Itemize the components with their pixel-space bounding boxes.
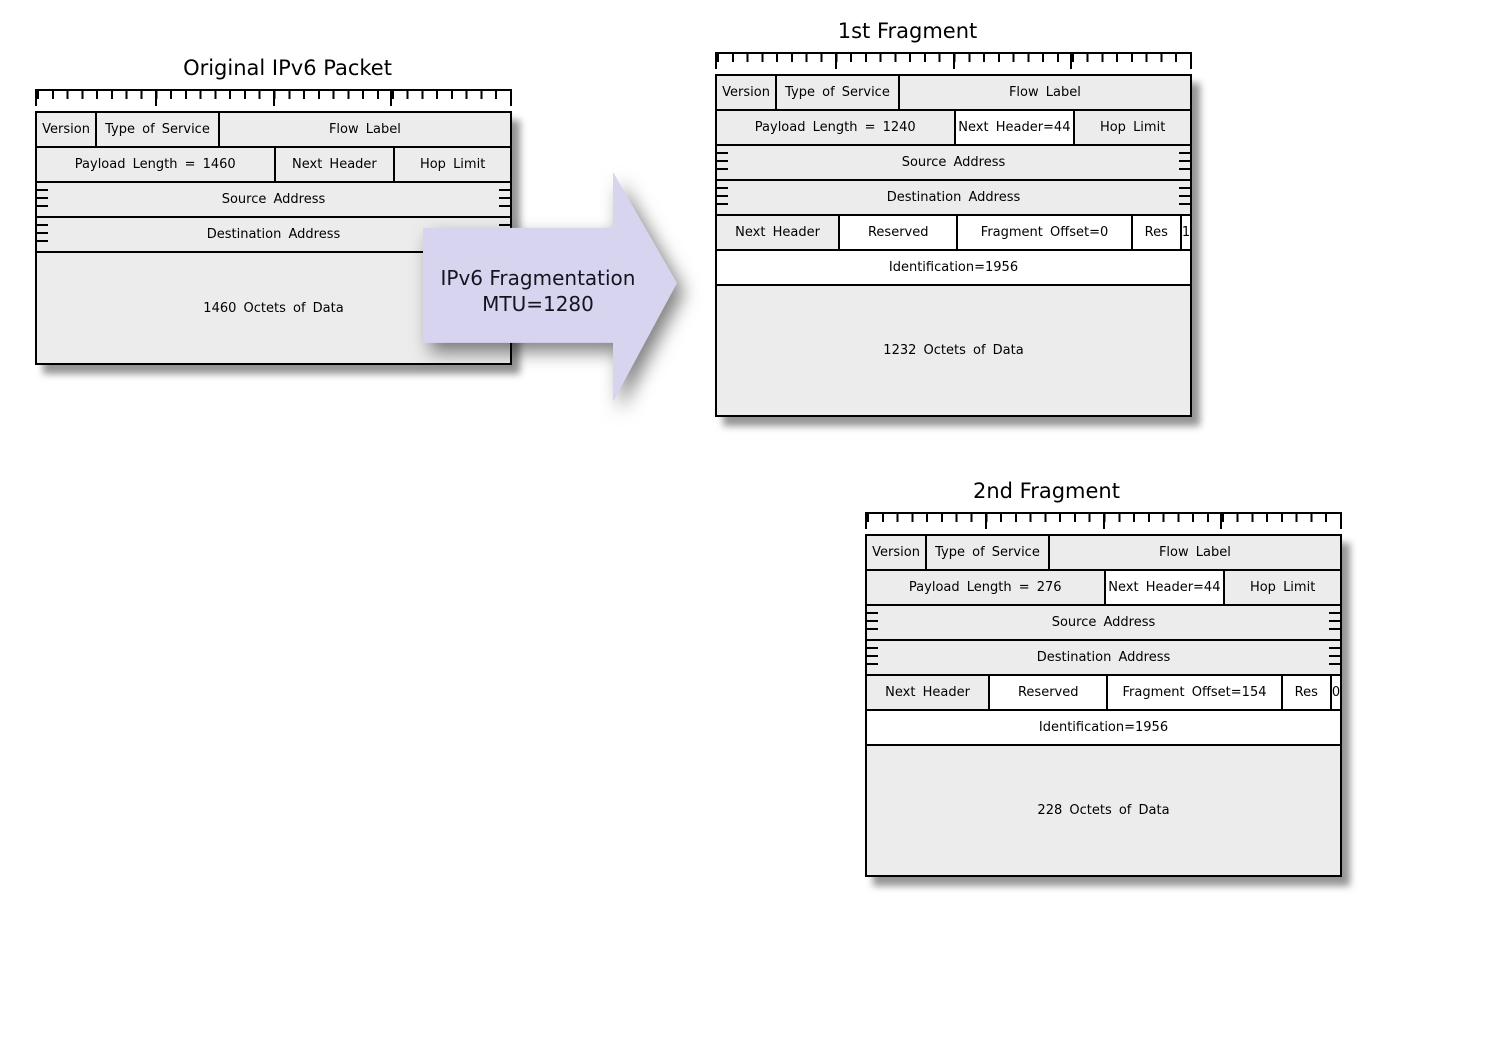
field-type-of-service: Type of Service <box>95 113 218 146</box>
field-payload-length: Payload Length = 1460 <box>74 157 236 172</box>
field-destination-address: Destination Address <box>1036 650 1171 665</box>
bit-ruler <box>35 89 512 106</box>
packet-title: 1st Fragment <box>837 19 978 43</box>
fragmentation-arrow: IPv6 Fragmentation MTU=1280 <box>423 172 677 402</box>
field-type-of-service: Type of Service <box>775 76 898 109</box>
packet-title: 2nd Fragment <box>973 479 1120 503</box>
field-identification: Identification=1956 <box>867 711 1340 744</box>
field-source-address: Source Address <box>221 192 326 207</box>
field-data: 1232 Octets of Data <box>883 343 1024 358</box>
destination-address-row: Destination Address <box>867 641 1340 676</box>
field-res: Res <box>1280 676 1330 709</box>
header-row-1: Version Type of Service Flow Label <box>717 76 1190 111</box>
field-fh-reserved: Reserved <box>838 216 957 249</box>
field-payload-length: Payload Length = 1240 <box>754 120 916 135</box>
field-fh-reserved: Reserved <box>988 676 1107 709</box>
source-address-row: Source Address <box>867 606 1340 641</box>
field-flow-label: Flow Label <box>1047 536 1340 569</box>
field-fragment-offset: Fragment Offset=0 <box>956 216 1131 249</box>
field-next-header: Next Header=44 <box>1103 571 1224 604</box>
destination-address-row: Destination Address <box>717 181 1190 216</box>
field-version: Version <box>42 122 90 137</box>
field-fragment-offset: Fragment Offset=154 <box>1106 676 1281 709</box>
packet-title: Original IPv6 Packet <box>183 56 392 80</box>
arrow-label-line1: IPv6 Fragmentation <box>440 266 636 290</box>
field-next-header: Next Header <box>273 148 394 181</box>
field-m-flag: 1 <box>1179 216 1190 249</box>
field-flow-label: Flow Label <box>217 113 510 146</box>
fragment-header-row: Next Header Reserved Fragment Offset=0 R… <box>717 216 1190 251</box>
field-hop-limit: Hop Limit <box>393 148 510 181</box>
first-fragment-packet: 1st Fragment Version Type of Service Flo… <box>715 18 1192 417</box>
packet-box: Version Type of Service Flow Label Paylo… <box>715 74 1192 417</box>
field-destination-address: Destination Address <box>206 227 341 242</box>
field-m-flag: 0 <box>1329 676 1340 709</box>
field-flow-label: Flow Label <box>897 76 1190 109</box>
arrow-label: IPv6 Fragmentation MTU=1280 <box>423 265 653 317</box>
data-row: 228 Octets of Data <box>867 746 1340 875</box>
field-source-address: Source Address <box>1051 615 1156 630</box>
field-destination-address: Destination Address <box>886 190 1021 205</box>
second-fragment-packet: 2nd Fragment Version Type of Service Flo… <box>865 478 1342 877</box>
identification-row: Identification=1956 <box>717 251 1190 286</box>
header-row-2: Payload Length = 1460 Next Header Hop Li… <box>37 148 510 183</box>
identification-row: Identification=1956 <box>867 711 1340 746</box>
bit-ruler <box>865 512 1342 529</box>
data-row: 1232 Octets of Data <box>717 286 1190 415</box>
field-data: 1460 Octets of Data <box>203 300 344 316</box>
header-row-2: Payload Length = 276 Next Header=44 Hop … <box>867 571 1340 606</box>
field-res: Res <box>1130 216 1180 249</box>
arrow-label-line2: MTU=1280 <box>482 292 594 316</box>
field-fh-next-header: Next Header <box>717 216 839 249</box>
field-hop-limit: Hop Limit <box>1223 571 1340 604</box>
field-data: 228 Octets of Data <box>1037 803 1170 818</box>
field-identification: Identification=1956 <box>717 251 1190 284</box>
field-payload-length: Payload Length = 276 <box>908 580 1062 595</box>
field-source-address: Source Address <box>901 155 1006 170</box>
field-type-of-service: Type of Service <box>925 536 1048 569</box>
fragment-header-row: Next Header Reserved Fragment Offset=154… <box>867 676 1340 711</box>
source-address-row: Source Address <box>717 146 1190 181</box>
source-address-row: Source Address <box>37 183 510 218</box>
packet-box: Version Type of Service Flow Label Paylo… <box>865 534 1342 877</box>
field-version: Version <box>722 85 770 100</box>
field-fh-next-header: Next Header <box>867 676 989 709</box>
header-row-1: Version Type of Service Flow Label <box>867 536 1340 571</box>
header-row-1: Version Type of Service Flow Label <box>37 113 510 148</box>
bit-ruler <box>715 52 1192 69</box>
field-hop-limit: Hop Limit <box>1073 111 1190 144</box>
field-next-header: Next Header=44 <box>953 111 1074 144</box>
header-row-2: Payload Length = 1240 Next Header=44 Hop… <box>717 111 1190 146</box>
field-version: Version <box>872 545 920 560</box>
